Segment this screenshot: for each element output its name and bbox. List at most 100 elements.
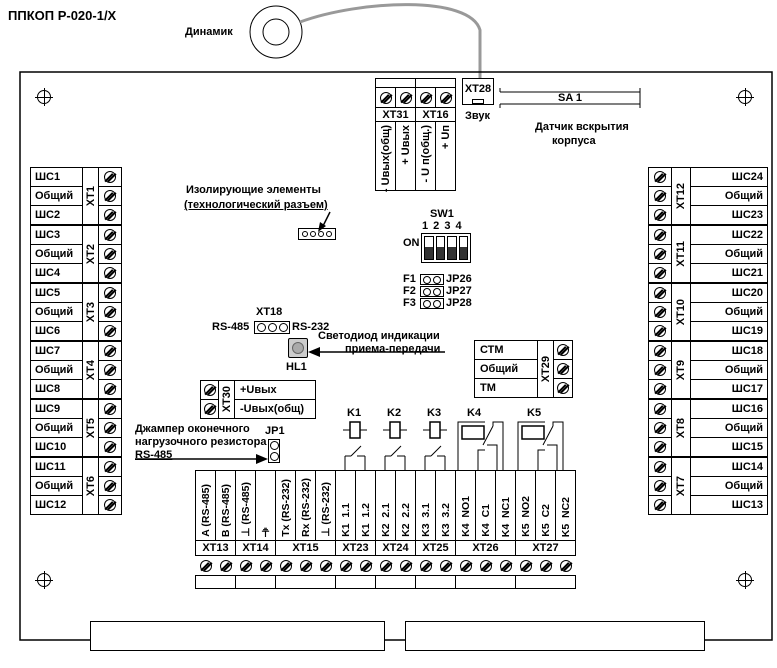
terminal-screw[interactable] [435,87,456,108]
screw-terminal-icon[interactable] [104,422,116,434]
terminal-screw[interactable] [648,302,672,322]
screw-terminal-icon[interactable] [557,382,569,394]
screw-terminal-icon[interactable] [399,91,412,104]
screw-terminal-icon[interactable] [654,229,666,241]
terminal-screw[interactable] [648,244,672,264]
terminal-screw[interactable] [535,555,556,576]
terminal-screw[interactable] [375,555,396,576]
screw-terminal-icon[interactable] [104,461,116,473]
terminal-screw[interactable] [98,418,122,438]
terminal-screw[interactable] [648,225,672,245]
terminal-screw[interactable] [98,476,122,496]
terminal-screw[interactable] [648,321,672,341]
terminal-screw[interactable] [335,555,356,576]
terminal-screw[interactable] [648,495,672,515]
terminal-screw[interactable] [98,495,122,515]
screw-terminal-icon[interactable] [654,480,666,492]
screw-terminal-icon[interactable] [557,344,569,356]
screw-terminal-icon[interactable] [279,559,292,572]
jumper[interactable] [420,286,444,297]
terminal-screw[interactable] [98,321,122,341]
terminal-screw[interactable] [648,476,672,496]
terminal-screw[interactable] [515,555,536,576]
terminal-screw[interactable] [553,359,573,379]
terminal-screw[interactable] [98,302,122,322]
screw-terminal-icon[interactable] [654,345,666,357]
terminal-screw[interactable] [415,555,436,576]
screw-terminal-icon[interactable] [104,229,116,241]
screw-terminal-icon[interactable] [104,287,116,299]
screw-terminal-icon[interactable] [499,559,512,572]
screw-terminal-icon[interactable] [239,559,252,572]
terminal-screw[interactable] [98,167,122,187]
terminal-screw[interactable] [215,555,236,576]
screw-terminal-icon[interactable] [654,422,666,434]
screw-terminal-icon[interactable] [359,559,372,572]
xt18-jumper[interactable] [254,321,290,334]
screw-terminal-icon[interactable] [104,403,116,415]
screw-terminal-icon[interactable] [654,499,666,511]
terminal-screw[interactable] [98,186,122,206]
terminal-screw[interactable] [98,399,122,419]
terminal-screw[interactable] [315,555,336,576]
screw-terminal-icon[interactable] [557,363,569,375]
screw-terminal-icon[interactable] [519,559,532,572]
dip-switch-3[interactable] [447,236,457,260]
screw-terminal-icon[interactable] [379,91,392,104]
terminal-screw[interactable] [435,555,456,576]
terminal-screw[interactable] [648,283,672,303]
terminal-screw[interactable] [98,437,122,457]
screw-terminal-icon[interactable] [339,559,352,572]
terminal-screw[interactable] [98,205,122,225]
terminal-screw[interactable] [98,457,122,477]
jumper[interactable] [420,274,444,285]
screw-terminal-icon[interactable] [104,325,116,337]
screw-terminal-icon[interactable] [319,559,332,572]
terminal-screw[interactable] [98,225,122,245]
terminal-screw[interactable] [648,379,672,399]
screw-terminal-icon[interactable] [654,190,666,202]
sw1-dip-switch[interactable] [421,233,471,263]
terminal-screw[interactable] [475,555,496,576]
screw-terminal-icon[interactable] [299,559,312,572]
screw-terminal-icon[interactable] [104,345,116,357]
terminal-screw[interactable] [415,87,436,108]
dip-switch-1[interactable] [424,236,434,260]
screw-terminal-icon[interactable] [104,306,116,318]
terminal-screw[interactable] [235,555,256,576]
screw-terminal-icon[interactable] [104,267,116,279]
screw-terminal-icon[interactable] [104,248,116,260]
jp1-jumper[interactable] [268,439,280,463]
screw-terminal-icon[interactable] [654,171,666,183]
screw-terminal-icon[interactable] [479,559,492,572]
screw-terminal-icon[interactable] [104,190,116,202]
screw-terminal-icon[interactable] [399,559,412,572]
screw-terminal-icon[interactable] [654,461,666,473]
terminal-screw[interactable] [98,360,122,380]
screw-terminal-icon[interactable] [104,499,116,511]
screw-terminal-icon[interactable] [104,209,116,221]
terminal-screw[interactable] [375,87,396,108]
terminal-screw[interactable] [200,399,219,419]
dip-switch-4[interactable] [458,236,468,260]
terminal-screw[interactable] [395,555,416,576]
jumper[interactable] [420,298,444,309]
terminal-screw[interactable] [200,380,219,400]
terminal-screw[interactable] [98,283,122,303]
terminal-screw[interactable] [553,340,573,360]
terminal-screw[interactable] [395,87,416,108]
screw-terminal-icon[interactable] [439,559,452,572]
screw-terminal-icon[interactable] [259,559,272,572]
screw-terminal-icon[interactable] [654,364,666,376]
terminal-screw[interactable] [555,555,576,576]
screw-terminal-icon[interactable] [203,384,216,396]
screw-terminal-icon[interactable] [654,403,666,415]
screw-terminal-icon[interactable] [104,364,116,376]
terminal-screw[interactable] [98,244,122,264]
screw-terminal-icon[interactable] [199,559,212,572]
screw-terminal-icon[interactable] [459,559,472,572]
screw-terminal-icon[interactable] [419,559,432,572]
terminal-screw[interactable] [355,555,376,576]
terminal-screw[interactable] [98,263,122,283]
screw-terminal-icon[interactable] [654,267,666,279]
